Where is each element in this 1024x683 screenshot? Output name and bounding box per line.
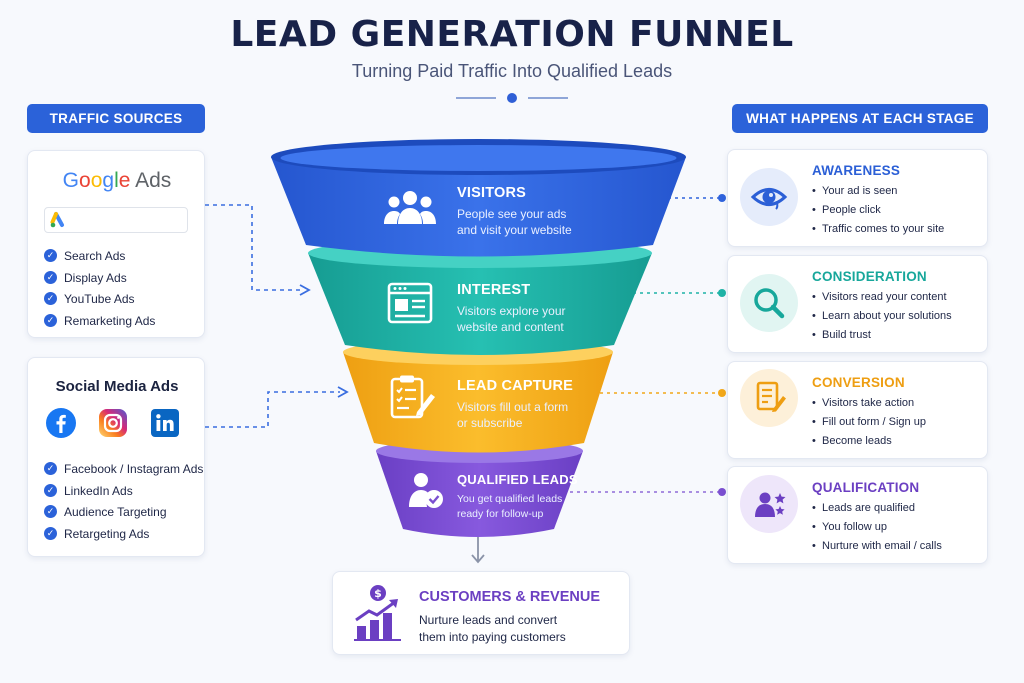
check-icon: ✓ (44, 292, 57, 305)
connector-arrow (299, 284, 311, 296)
stages-explained-label: WHAT HAPPENS AT EACH STAGE (732, 104, 988, 133)
list-item: You follow up (812, 520, 942, 539)
document-pen-icon (740, 369, 798, 427)
list-item: Fill out form / Sign up (812, 415, 926, 434)
list-item: Nurture with email / calls (812, 539, 942, 558)
stage-card-title: CONSIDERATION (812, 269, 927, 284)
funnel-output-arrow (471, 537, 485, 564)
facebook-icon (46, 408, 76, 438)
list-item: ✓Audience Targeting (44, 505, 203, 527)
list-item: Your ad is seen (812, 184, 944, 203)
connector-social-to-funnel (205, 391, 340, 428)
connector-google-to-funnel (205, 204, 302, 291)
social-media-ads-title: Social Media Ads (55, 378, 179, 395)
google-ads-list: ✓Search Ads ✓Display Ads ✓YouTube Ads ✓R… (44, 249, 155, 335)
list-item: Build trust (812, 328, 952, 347)
stage-card-list: Visitors read your content Learn about y… (812, 290, 952, 347)
users-icon (384, 191, 436, 224)
svg-text:$: $ (374, 587, 382, 600)
stage-card-title: QUALIFICATION (812, 480, 920, 495)
stage-card-title: CONVERSION (812, 375, 905, 390)
funnel-stage-interest (308, 253, 652, 355)
check-icon: ✓ (44, 505, 57, 518)
page-title: LEAD GENERATION FUNNEL (230, 14, 794, 55)
stage-card-list: Your ad is seen People click Traffic com… (812, 184, 944, 241)
list-item: Leads are qualified (812, 501, 942, 520)
list-item: ✓Retargeting Ads (44, 526, 203, 549)
stage-card-conversion: CONVERSION Visitors take action Fill out… (727, 361, 988, 459)
page-subtitle: Turning Paid Traffic Into Qualified Lead… (351, 61, 673, 81)
funnel-stage-title: INTEREST (457, 282, 531, 298)
social-media-ads-card: Social Media Ads ✓Facebook / Instagram A… (27, 357, 205, 557)
outcome-title: CUSTOMERS & REVENUE (419, 589, 601, 605)
check-icon: ✓ (44, 462, 57, 475)
google-ads-search-bar (44, 207, 188, 233)
eye-icon (740, 168, 798, 226)
connector-arrow (337, 386, 349, 398)
traffic-sources-label: TRAFFIC SOURCES (27, 104, 205, 133)
stage-card-awareness: AWARENESS Your ad is seen People click T… (727, 149, 988, 247)
form-pen-icon (390, 375, 435, 419)
title-divider (456, 92, 568, 104)
stage-card-title: AWARENESS (812, 163, 901, 178)
google-ads-card: Google Ads ✓Search Ads ✓Display Ads ✓You… (27, 150, 205, 338)
instagram-icon (99, 409, 127, 437)
stage-card-consideration: CONSIDERATION Visitors read your content… (727, 255, 988, 353)
list-item: Visitors take action (812, 396, 926, 415)
google-ads-logo: Google Ads (62, 169, 172, 192)
funnel-stage-title: QUALIFIED LEADS (457, 472, 578, 487)
funnel-stage-title: LEAD CAPTURE (457, 378, 573, 394)
social-ads-list: ✓Facebook / Instagram Ads ✓LinkedIn Ads … (44, 462, 203, 548)
check-icon: ✓ (44, 483, 57, 497)
list-item: People click (812, 203, 944, 222)
funnel-stage-visitors (271, 157, 686, 257)
browser-window-icon (387, 282, 433, 324)
list-item: Visitors read your content (812, 290, 952, 309)
list-item: Become leads (812, 434, 926, 453)
check-icon: ✓ (44, 249, 57, 262)
stage-card-list: Leads are qualified You follow up Nurtur… (812, 501, 942, 558)
stage-card-list: Visitors take action Fill out form / Sig… (812, 396, 926, 453)
list-item: ✓Facebook / Instagram Ads (44, 462, 203, 484)
magnifier-icon (740, 274, 798, 332)
funnel-stage-title: VISITORS (457, 185, 527, 201)
funnel-stage-qualified-leads (376, 451, 583, 537)
check-icon: ✓ (44, 526, 57, 540)
check-icon: ✓ (44, 313, 57, 327)
linkedin-icon (151, 409, 179, 437)
stage-card-qualification: QUALIFICATION Leads are qualified You fo… (727, 466, 988, 564)
list-item: ✓YouTube Ads (44, 292, 155, 314)
list-item: ✓Display Ads (44, 270, 155, 293)
list-item: ✓LinkedIn Ads (44, 483, 203, 506)
list-item: Learn about your solutions (812, 309, 952, 328)
list-item: Traffic comes to your site (812, 222, 944, 241)
list-item: ✓Search Ads (44, 249, 155, 271)
user-check-icon (409, 473, 443, 508)
user-star-icon (740, 475, 798, 533)
list-item: ✓Remarketing Ads (44, 313, 155, 336)
google-ads-mark-icon (50, 212, 64, 228)
revenue-growth-icon: $ (354, 585, 401, 641)
customers-revenue-card: $ CUSTOMERS & REVENUE Nurture leads and … (332, 571, 630, 655)
check-icon: ✓ (44, 270, 57, 284)
